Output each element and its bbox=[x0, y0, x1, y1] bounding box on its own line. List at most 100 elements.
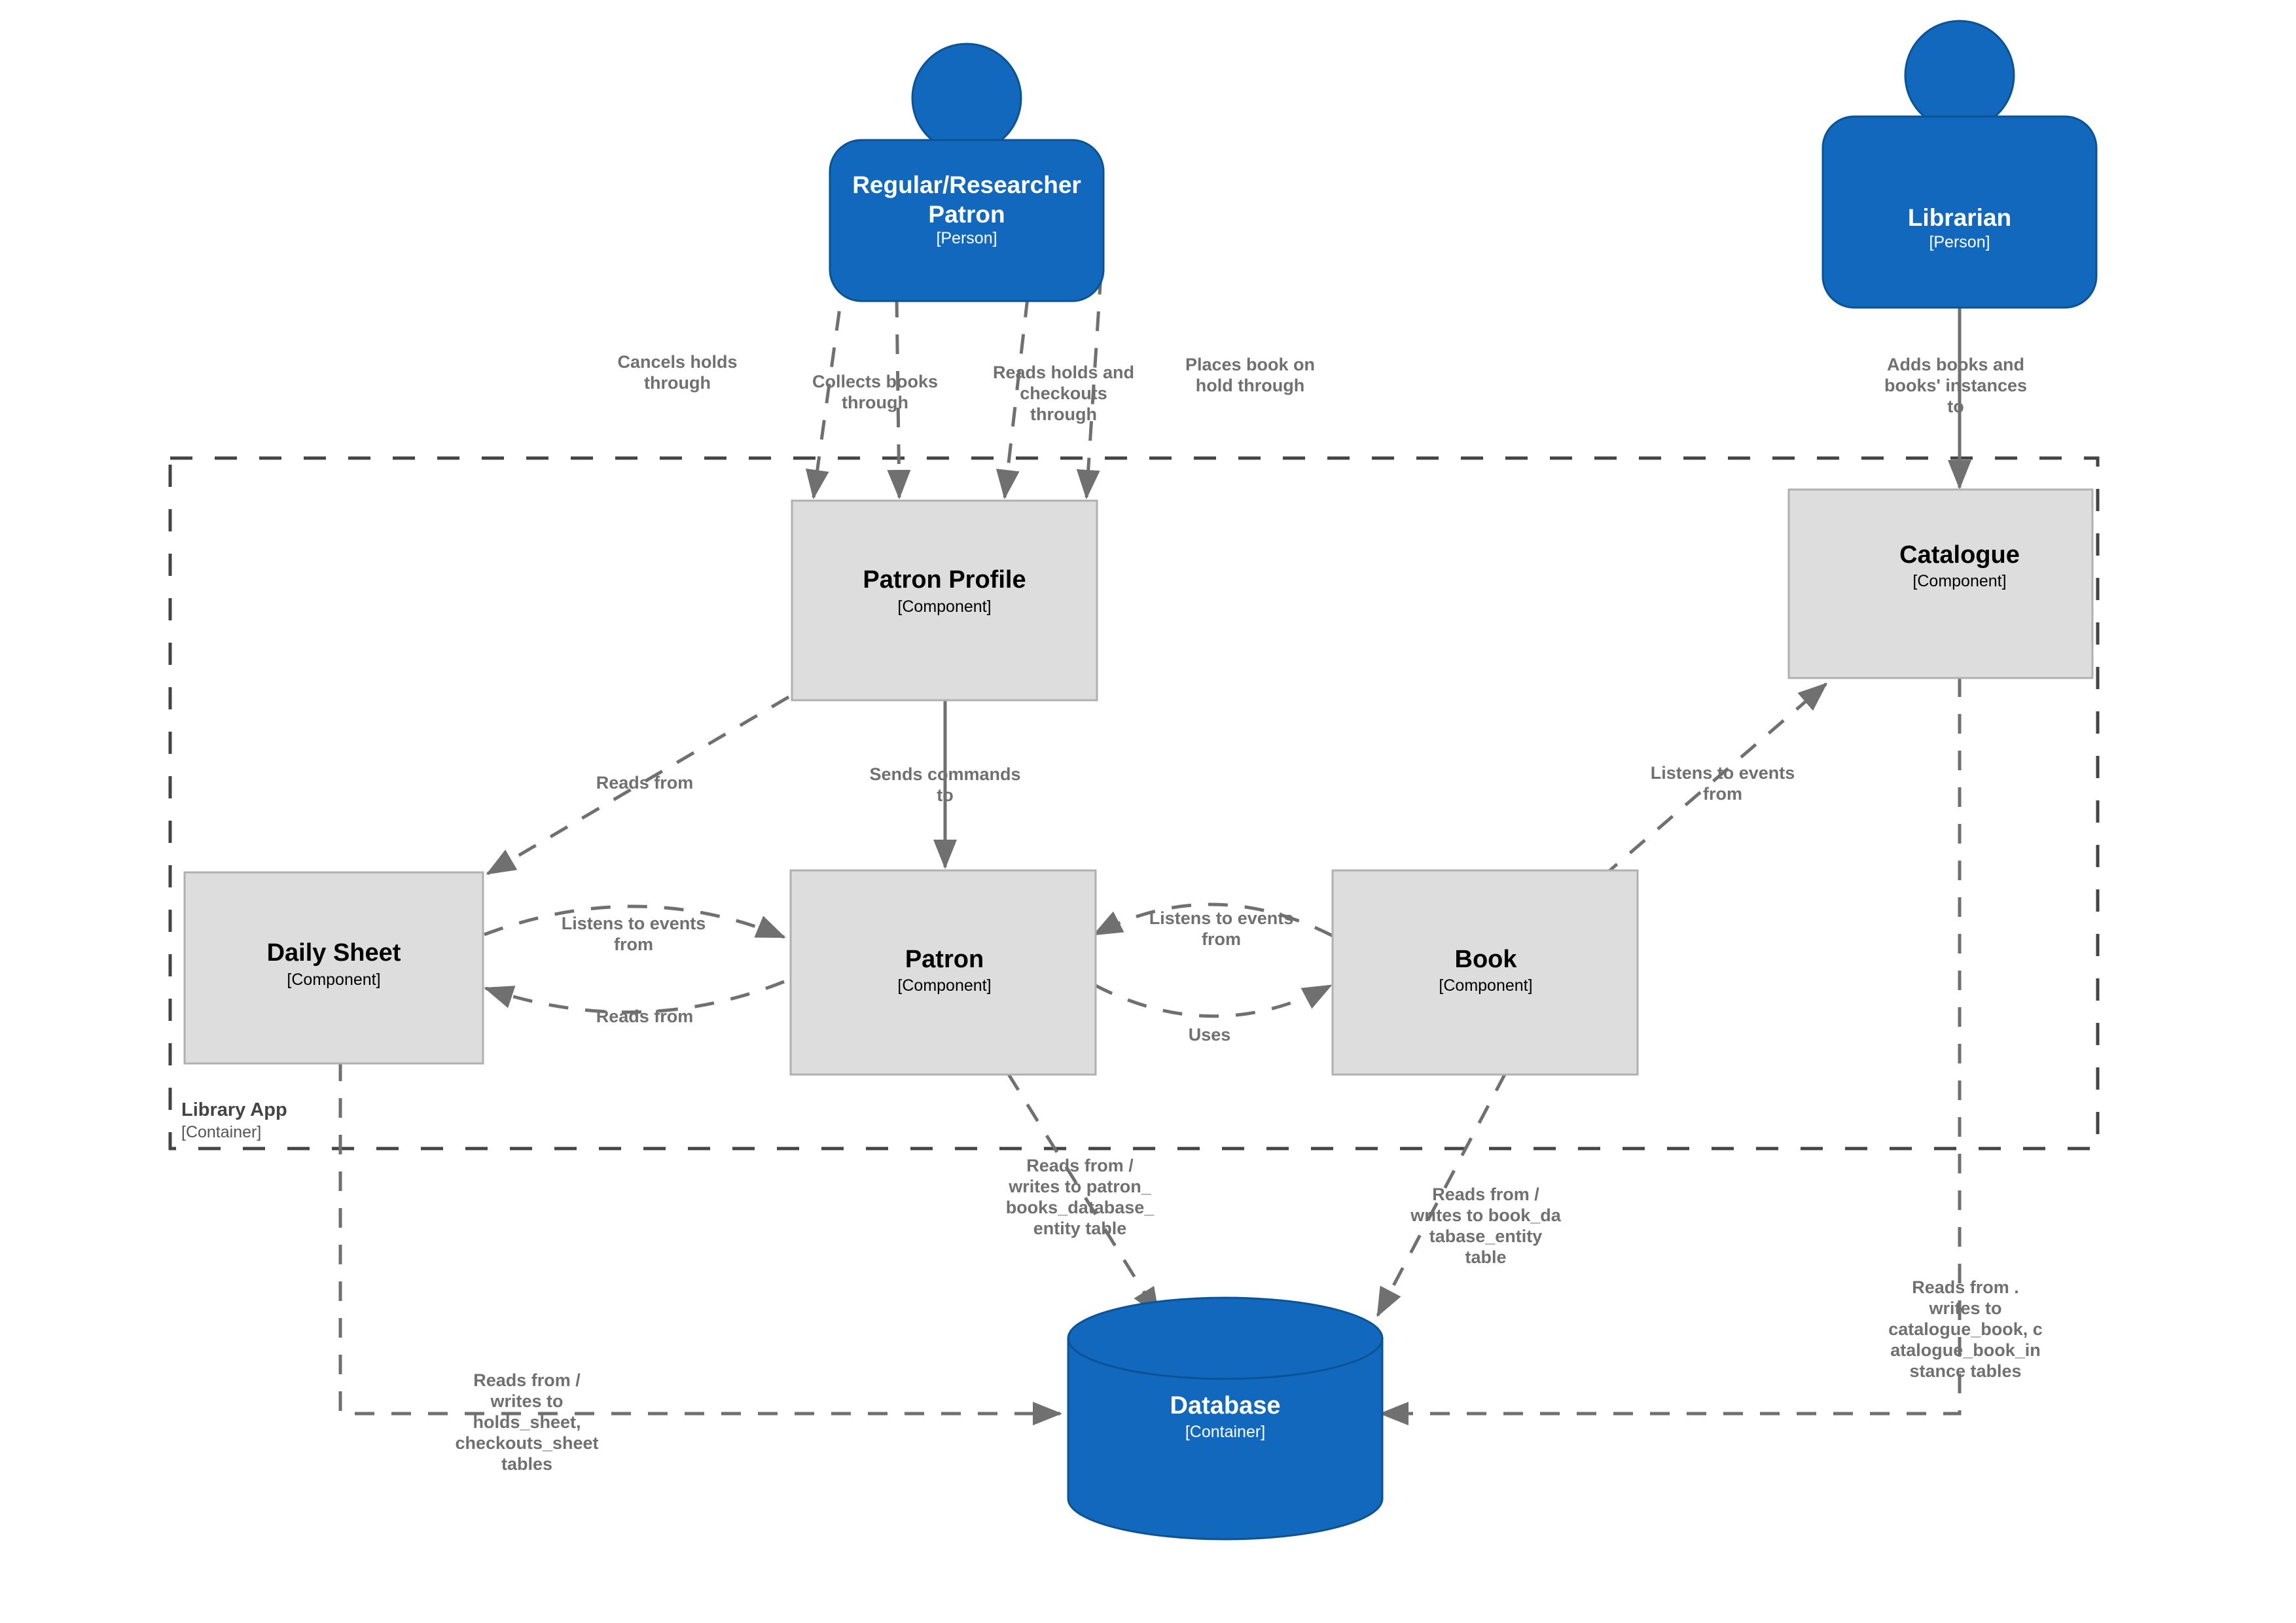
edge-label-line: Reads from / bbox=[1432, 1185, 1539, 1204]
edge-book-reads-writes-book-database-entity bbox=[1376, 1072, 1507, 1317]
edge-label-patron-reads-from-daily-sheet: Reads from bbox=[596, 1007, 694, 1026]
edge-label-line: Reads from bbox=[596, 1007, 694, 1026]
datastore-database[interactable]: Database [Container] bbox=[1067, 1296, 1384, 1541]
component-type-label: [Component] bbox=[897, 597, 991, 616]
edge-label-line: writes to patron_ bbox=[1008, 1177, 1152, 1196]
edge-book-listens-to-events-from-patron bbox=[1092, 902, 1334, 938]
component-title: Catalogue bbox=[1899, 541, 2020, 569]
component-type-label: [Component] bbox=[1912, 572, 2006, 590]
edge-catalogue-reads-writes-catalogue-book-tables bbox=[1378, 677, 1962, 1425]
edge-label-line: from bbox=[614, 935, 653, 954]
edge-label-line: holds_sheet, bbox=[473, 1412, 581, 1432]
component-type-label: [Component] bbox=[1439, 976, 1532, 995]
person-title: Librarian bbox=[1908, 204, 2011, 231]
edge-label-patron-to-database: Reads from / writes to patron_ books_dat… bbox=[1006, 1156, 1155, 1238]
edge-label-patron-profile-reads-from: Reads from bbox=[596, 773, 694, 793]
edge-label-line: Reads from / bbox=[473, 1370, 581, 1390]
edge-label-line: writes to bbox=[490, 1391, 563, 1411]
edge-label-line: through bbox=[644, 373, 711, 393]
person-head-icon bbox=[911, 43, 1022, 154]
cylinder-top bbox=[1067, 1296, 1384, 1380]
edge-label-reads-holds-and-checkouts-through: Reads holds and checkouts through bbox=[993, 363, 1134, 424]
edge-label-line: tables bbox=[501, 1454, 552, 1474]
boundary-name: Library App bbox=[181, 1099, 287, 1120]
person-type-label: [Person] bbox=[1929, 233, 1990, 251]
component-title: Patron bbox=[905, 946, 984, 973]
edge-label-daily-sheet-listens-to-events-from: Listens to events from bbox=[562, 914, 706, 954]
component-book[interactable]: Book [Component] bbox=[1331, 869, 1639, 1076]
edge-label-line: from bbox=[1703, 784, 1742, 804]
person-body-icon bbox=[1821, 115, 2098, 309]
edge-label-places-book-on-hold-through: Places book on hold through bbox=[1185, 355, 1315, 395]
component-title: Patron Profile bbox=[863, 566, 1026, 594]
edge-label-line: Listens to events bbox=[1651, 763, 1795, 783]
edge-label-line: Collects books bbox=[812, 372, 938, 391]
edge-label-line: to bbox=[937, 785, 953, 805]
edge-label-line: Places book on bbox=[1185, 355, 1315, 374]
edge-label-line: stance tables bbox=[1909, 1361, 2021, 1381]
edge-label-line: Reads from bbox=[596, 773, 694, 793]
edge-label-line: Listens to events bbox=[1149, 908, 1294, 928]
edge-label-line: Cancels holds bbox=[617, 352, 737, 372]
edge-label-cancels-holds-through: Cancels holds through bbox=[617, 352, 737, 393]
edge-label-line: checkouts bbox=[1020, 383, 1107, 403]
edge-patron-uses-book bbox=[1093, 983, 1333, 1018]
edge-label-line: Adds books and bbox=[1887, 355, 2024, 374]
edge-label-line: Sends commands bbox=[869, 764, 1020, 784]
edge-daily-sheet-listens-to-events-from-patron bbox=[484, 904, 786, 939]
edge-label-book-listens-to-events-from: Listens to events from bbox=[1149, 908, 1294, 949]
edge-label-catalogue-to-database: Reads from . writes to catalogue_book, c… bbox=[1888, 1277, 2043, 1381]
edge-label-line: books' instances bbox=[1884, 376, 2027, 395]
edge-label-line: Reads holds and bbox=[993, 363, 1134, 382]
edge-label-line: catalogue_book, c bbox=[1888, 1319, 2043, 1339]
edge-daily-sheet-reads-writes-holds-checkouts bbox=[338, 1061, 1063, 1426]
component-patron-profile[interactable]: Patron Profile [Component] bbox=[791, 499, 1098, 702]
edge-label-collects-books-through: Collects books through bbox=[812, 372, 938, 412]
component-title: Daily Sheet bbox=[267, 939, 401, 967]
edge-label-line: books_database_ bbox=[1006, 1198, 1155, 1217]
edge-label-line: through bbox=[1030, 404, 1097, 424]
edge-patron-reads-writes-patron-books-database-entity bbox=[1006, 1072, 1160, 1317]
edge-label-line: atalogue_book_in bbox=[1890, 1340, 2041, 1360]
edge-label-line: entity table bbox=[1033, 1219, 1127, 1238]
component-type-label: [Component] bbox=[287, 971, 380, 989]
edge-label-daily-sheet-to-database: Reads from / writes to holds_sheet, chec… bbox=[455, 1370, 598, 1474]
component-title: Book bbox=[1455, 946, 1518, 973]
component-type-label: [Component] bbox=[897, 976, 991, 995]
edge-places-book-on-hold-through bbox=[1076, 274, 1103, 499]
edge-label-line: hold through bbox=[1196, 376, 1304, 395]
person-body-icon bbox=[829, 139, 1105, 302]
edge-label-line: Reads from . bbox=[1912, 1277, 2019, 1297]
edge-label-line: to bbox=[1947, 397, 1964, 416]
edge-label-line: writes to book_da bbox=[1410, 1205, 1562, 1225]
edge-label-line: through bbox=[842, 393, 908, 412]
edge-label-book-to-database: Reads from / writes to book_da tabase_en… bbox=[1410, 1185, 1562, 1267]
person-regular-researcher-patron[interactable]: Regular/Researcher Patron [Person] bbox=[829, 43, 1105, 302]
boundary-type-label: [Container] bbox=[181, 1123, 261, 1141]
edge-label-line: Reads from / bbox=[1026, 1156, 1134, 1175]
datastore-title: Database bbox=[1170, 1392, 1281, 1419]
edge-cancels-holds-through bbox=[805, 274, 846, 499]
person-type-label: [Person] bbox=[936, 229, 997, 247]
edge-label-line: table bbox=[1465, 1247, 1506, 1267]
datastore-type-label: [Container] bbox=[1185, 1423, 1265, 1441]
component-patron[interactable]: Patron [Component] bbox=[789, 869, 1097, 1076]
library-app-boundary bbox=[168, 456, 2100, 1150]
edge-label-line: checkouts_sheet bbox=[455, 1433, 598, 1453]
edge-label-line: Uses bbox=[1189, 1025, 1231, 1044]
person-title-line2: Patron bbox=[928, 201, 1005, 228]
boundary-label: Library App [Container] bbox=[181, 1099, 287, 1141]
person-head-icon bbox=[1904, 20, 2015, 131]
person-title-line1: Regular/Researcher bbox=[852, 171, 1081, 198]
component-catalogue[interactable]: Catalogue [Component] bbox=[1787, 488, 2094, 679]
component-daily-sheet[interactable]: Daily Sheet [Component] bbox=[183, 871, 484, 1065]
edge-label-line: Listens to events bbox=[562, 914, 706, 933]
edge-label-line: from bbox=[1202, 929, 1241, 949]
edge-label-line: writes to bbox=[1928, 1298, 2001, 1318]
edge-label-patron-uses-book: Uses bbox=[1189, 1025, 1231, 1044]
edge-label-adds-books-and-instances-to: Adds books and books' instances to bbox=[1884, 355, 2027, 416]
person-librarian[interactable]: Librarian [Person] bbox=[1821, 20, 2098, 309]
edge-label-line: tabase_entity bbox=[1429, 1226, 1543, 1246]
